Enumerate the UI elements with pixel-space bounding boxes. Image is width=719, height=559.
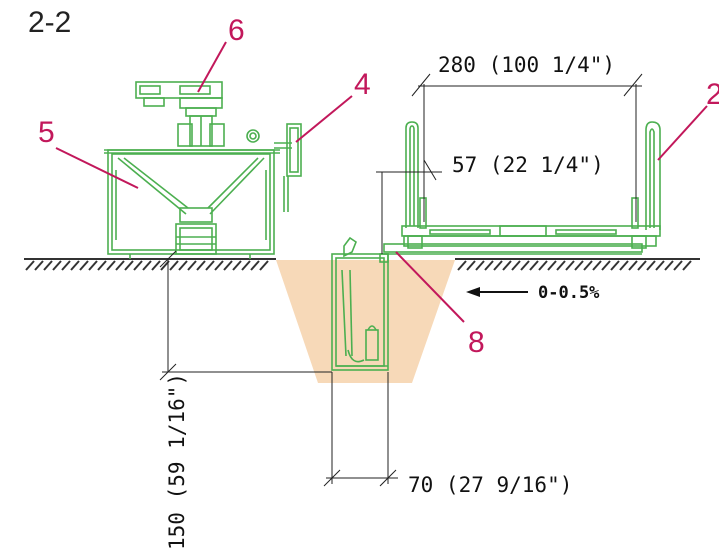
ground-hatch-mark [682, 260, 692, 271]
callout-5: 5 [38, 116, 55, 149]
section-label: 2-2 [28, 6, 71, 39]
pit-conveyor [331, 236, 389, 371]
ground-hatch-mark [214, 260, 224, 271]
dim-top-width-label: 280 (100 1/4") [438, 53, 615, 77]
callout-8: 8 [468, 326, 485, 359]
tray-unit [383, 121, 661, 255]
top-mounted-unit [135, 81, 225, 147]
ground-hatch-mark [25, 260, 35, 271]
slope-arrow [466, 287, 528, 297]
ground-hatch-mark [223, 260, 233, 271]
leader-5 [55, 147, 139, 189]
ground-hatch-mark [583, 260, 593, 271]
ground-hatch-mark [250, 260, 260, 271]
hopper-tank [104, 149, 280, 259]
ground-hatch-mark [187, 260, 197, 271]
ground-hatch-mark [142, 260, 152, 271]
ground-hatch-mark [70, 260, 80, 271]
ground-hatch-mark [466, 260, 476, 271]
excavation-pit [276, 260, 455, 383]
dim-top-width [411, 73, 643, 222]
ground-hatch-mark [115, 260, 125, 271]
ground-hatch-mark [457, 260, 467, 271]
ground-hatch-mark [79, 260, 89, 271]
ground-hatch-mark [232, 260, 242, 271]
ground-hatch-mark [547, 260, 557, 271]
ground-hatch-mark [61, 260, 71, 271]
dim-inner-width-label: 57 (22 1/4") [452, 153, 604, 177]
ground-hatch-mark [196, 260, 206, 271]
ground-hatch-mark [241, 260, 251, 271]
leader-8 [395, 251, 465, 323]
dim-pit-depth [159, 250, 332, 381]
ground-hatch-mark [43, 260, 53, 271]
ground-hatch-mark [664, 260, 674, 271]
ground-hatch-mark [529, 260, 539, 271]
ground-hatch-mark [475, 260, 485, 271]
ground-hatch-mark [520, 260, 530, 271]
ground-hatch-mark [493, 260, 503, 271]
ground-hatch-mark [556, 260, 566, 271]
callout-2: 2 [706, 78, 719, 111]
dim-pit-width-label: 70 (27 9/16") [408, 473, 572, 497]
ground-hatch-mark [169, 260, 179, 271]
ground-hatch-mark [178, 260, 188, 271]
ground-hatch-mark [106, 260, 116, 271]
callout-6: 6 [228, 14, 245, 47]
ground-hatch-mark [601, 260, 611, 271]
ground-hatch-mark [502, 260, 512, 271]
ground-hatch-mark [565, 260, 575, 271]
ground-hatch-mark [151, 260, 161, 271]
ground-hatch-mark [673, 260, 683, 271]
ground-hatch-mark [646, 260, 656, 271]
ground-hatch-mark [655, 260, 665, 271]
dim-pit-depth-label: 150 (59 1/16") [165, 373, 189, 550]
dim-pit-width [323, 372, 398, 487]
ground-hatch-mark [133, 260, 143, 271]
ground-hatch-mark [484, 260, 494, 271]
ground-hatch-mark [52, 260, 62, 271]
leader-6 [197, 41, 227, 93]
ground-hatch-mark [574, 260, 584, 271]
slope-label: 0-0.5% [538, 283, 600, 303]
dim-inner-width [376, 159, 442, 254]
ground-hatch-mark [34, 260, 44, 271]
ground-hatch-mark [592, 260, 602, 271]
ground-hatch-mark [610, 260, 620, 271]
ground-hatch-mark [259, 260, 269, 271]
ground-hatch-mark [124, 260, 134, 271]
ground-hatch-mark [97, 260, 107, 271]
ground-hatch-mark [637, 260, 647, 271]
ground-hatch-mark [628, 260, 638, 271]
ground-hatch-mark [619, 260, 629, 271]
ground-hatch-mark [511, 260, 521, 271]
ground-hatch-mark [205, 260, 215, 271]
ground-hatch-mark [538, 260, 548, 271]
ground-line [24, 258, 700, 271]
callout-4: 4 [354, 68, 371, 101]
leader-4 [295, 95, 353, 143]
side-device [246, 123, 302, 212]
leader-2 [657, 105, 708, 161]
ground-hatch-mark [88, 260, 98, 271]
